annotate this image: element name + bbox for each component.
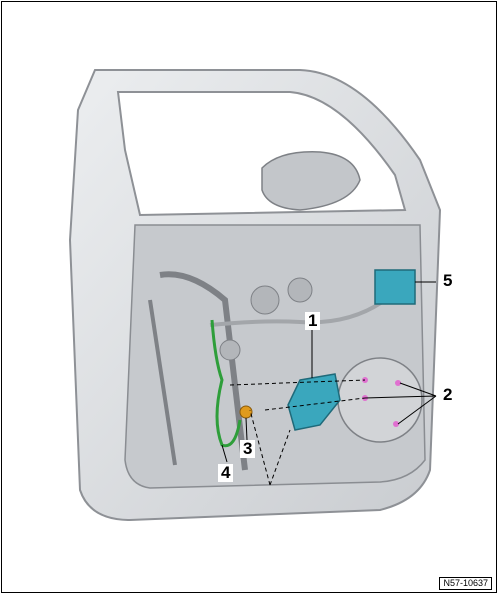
green-harness: [210, 319, 242, 448]
callout-2: 2: [440, 386, 456, 404]
figure-id: N57-10637: [439, 577, 492, 590]
mirror: [261, 151, 361, 211]
window-motor: [287, 373, 341, 431]
callout-4: 4: [218, 464, 234, 482]
control-module: [374, 269, 416, 305]
inner-panel: [124, 224, 426, 489]
orange-connector: [239, 405, 253, 419]
regulator-rail: [159, 271, 248, 471]
callout-1: 1: [305, 312, 321, 330]
callout-3: 3: [240, 440, 256, 458]
callout-5: 5: [440, 272, 456, 290]
wiring-harness: [209, 298, 387, 327]
